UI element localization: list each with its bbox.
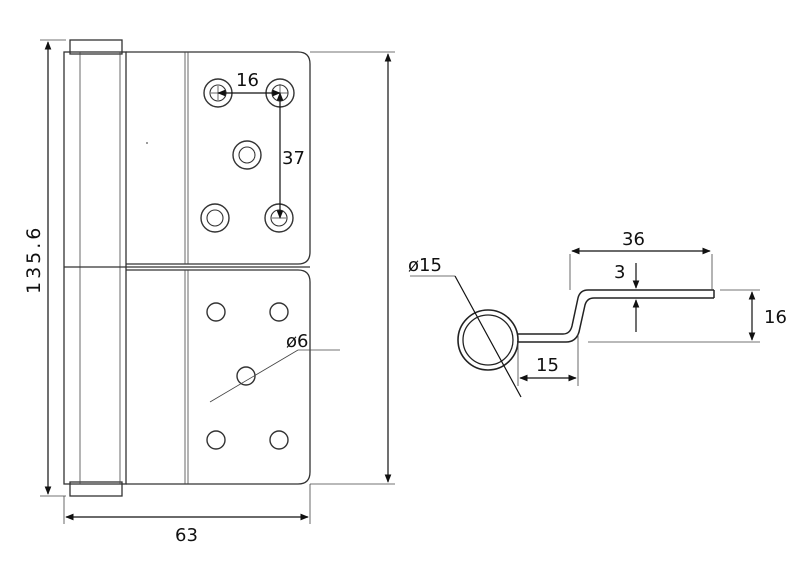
dim-hole-spacing-h: 16 xyxy=(236,70,259,91)
leader-hole-diameter xyxy=(209,349,299,403)
side-view: ø15 36 3 16 15 xyxy=(408,229,787,398)
dim-leaf-length: 36 xyxy=(622,229,645,250)
dim-hole-diameter: ø6 xyxy=(286,331,308,352)
dim-offset-height: 16 xyxy=(764,307,787,328)
leader-knuckle-diameter xyxy=(454,275,522,398)
top-knuckle-cap xyxy=(69,39,123,55)
lower-leaf xyxy=(126,269,311,485)
dim-hole-spacing-v: 37 xyxy=(282,148,305,169)
leaf-profile-inner xyxy=(517,297,714,343)
dim-offset-length: 15 xyxy=(536,355,559,376)
dim-overall-width: 63 xyxy=(175,525,198,546)
upper-holes xyxy=(200,78,295,233)
knuckle-barrel xyxy=(63,51,127,485)
leaf-profile-outer xyxy=(517,289,714,335)
upper-leaf xyxy=(126,51,311,265)
bottom-knuckle-cap xyxy=(69,481,123,497)
knuckle-ring xyxy=(457,309,519,371)
dim-leaf-thickness: 3 xyxy=(614,262,625,283)
front-view: 16 37 ø6 135.6 63 xyxy=(23,39,395,546)
dim-overall-height: 135.6 xyxy=(23,225,45,294)
lower-holes xyxy=(206,302,289,450)
dim-knuckle-diameter: ø15 xyxy=(408,255,442,276)
